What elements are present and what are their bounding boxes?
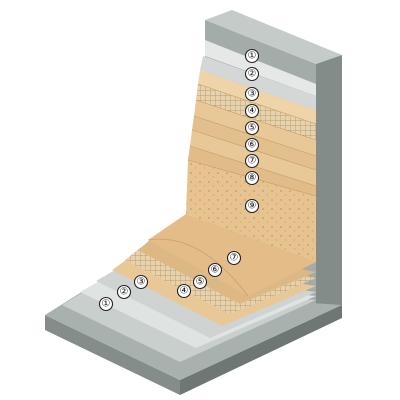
svg-text:④: ④ <box>248 106 257 117</box>
wall-side-face <box>316 55 342 318</box>
floor-marker-7: ⑦ <box>226 250 242 266</box>
svg-text:③: ③ <box>137 277 146 288</box>
floor-marker-4: ④ <box>176 283 192 299</box>
wall-marker-6: ⑥ <box>244 137 260 153</box>
wall-marker-2: ② <box>244 66 260 82</box>
floor-marker-3: ③ <box>133 274 149 290</box>
wall-marker-7: ⑦ <box>244 153 260 169</box>
svg-text:④: ④ <box>180 286 189 297</box>
wall-marker-8: ⑧ <box>244 170 260 186</box>
svg-text:⑤: ⑤ <box>196 277 205 288</box>
svg-text:③: ③ <box>248 89 257 100</box>
svg-text:②: ② <box>120 287 129 298</box>
slab-front-face <box>45 315 180 395</box>
wall-layer-1 <box>205 40 316 96</box>
svg-text:⑦: ⑦ <box>248 156 257 167</box>
svg-text:①: ① <box>102 299 111 310</box>
floor-markers: ① ② ③ ④ ⑤ ⑥ ⑦ <box>98 250 242 312</box>
svg-text:⑤: ⑤ <box>248 123 257 134</box>
wall-marker-5: ⑤ <box>244 120 260 136</box>
svg-text:⑧: ⑧ <box>248 173 257 184</box>
wall-markers: ① ② ③ ④ ⑤ ⑥ ⑦ ⑧ ⑨ <box>244 48 260 214</box>
svg-text:①: ① <box>248 51 257 62</box>
svg-text:⑥: ⑥ <box>211 265 220 276</box>
floor-marker-6: ⑥ <box>207 262 223 278</box>
svg-text:⑨: ⑨ <box>248 201 257 212</box>
svg-text:⑥: ⑥ <box>248 140 257 151</box>
svg-text:⑦: ⑦ <box>230 253 239 264</box>
wall-marker-4: ④ <box>244 103 260 119</box>
wall-marker-1: ① <box>244 48 260 64</box>
floor-marker-1: ① <box>98 296 114 312</box>
wall-layer-2 <box>200 56 316 110</box>
slab-right-face <box>180 305 342 395</box>
floor-marker-2: ② <box>116 284 132 300</box>
floor-marker-5: ⑤ <box>192 274 208 290</box>
wall-marker-3: ③ <box>244 86 260 102</box>
wall-marker-9: ⑨ <box>244 198 260 214</box>
floor-seam-line <box>147 238 249 297</box>
wall-top-face <box>205 10 342 64</box>
svg-text:②: ② <box>248 69 257 80</box>
